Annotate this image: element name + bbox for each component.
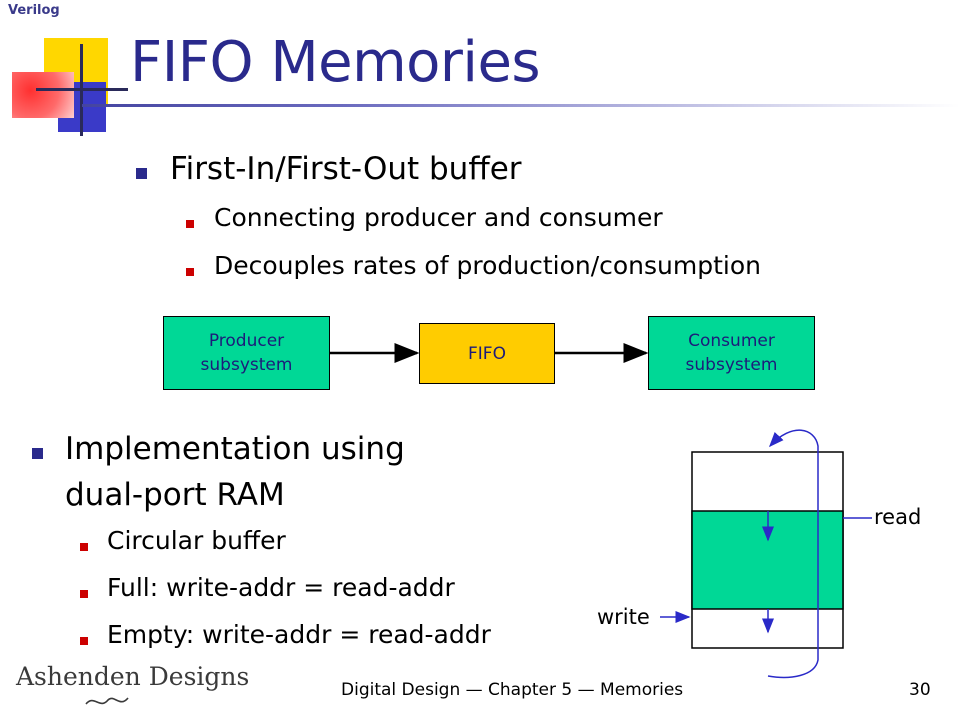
write-label: write: [597, 605, 650, 629]
producer-label-line2: subsystem: [200, 355, 293, 375]
sub-bullet-marker: [80, 590, 88, 598]
producer-subsystem-box: Producer subsystem: [163, 316, 330, 390]
producer-label-line1: Producer: [208, 331, 285, 351]
bullet-implementation-line1: Implementation using: [65, 431, 405, 467]
read-label: read: [874, 505, 922, 529]
bullet-implementation-line2: dual-port RAM: [65, 477, 285, 513]
fifo-box: FIFO: [419, 323, 555, 384]
footer-caption: Digital Design — Chapter 5 — Memories: [341, 680, 684, 700]
fifo-label: FIFO: [468, 343, 506, 364]
logo-swash: [85, 697, 129, 705]
logo-red-square: [12, 72, 74, 118]
sub-bullet-marker: [80, 543, 88, 551]
sub-bullet-connecting: Connecting producer and consumer: [214, 203, 663, 232]
sub-bullet-empty: Empty: write-addr = read-addr: [107, 620, 491, 649]
sub-bullet-full: Full: write-addr = read-addr: [107, 573, 455, 602]
logo-horizontal-rule: [36, 88, 128, 91]
consumer-label-line1: Consumer: [688, 331, 775, 351]
consumer-subsystem-box: Consumer subsystem: [648, 316, 815, 390]
sub-bullet-marker: [186, 220, 194, 228]
ashenden-designs-logo: Ashenden Designs: [16, 662, 250, 691]
consumer-label-line2: subsystem: [685, 355, 778, 375]
sub-bullet-circular: Circular buffer: [107, 526, 286, 555]
slide-title: FIFO Memories: [130, 30, 541, 95]
title-underline: [82, 104, 960, 107]
bullet-fifo-definition: First-In/First-Out buffer: [170, 151, 522, 187]
wraparound-arrow: [767, 429, 819, 679]
sub-bullet-marker: [186, 268, 194, 276]
page-number: 30: [909, 680, 931, 700]
course-tag: Verilog: [8, 3, 60, 18]
bullet-marker: [136, 168, 147, 179]
bullet-marker: [32, 448, 43, 459]
sub-bullet-marker: [80, 637, 88, 645]
sub-bullet-decouples: Decouples rates of production/consumptio…: [214, 251, 762, 280]
